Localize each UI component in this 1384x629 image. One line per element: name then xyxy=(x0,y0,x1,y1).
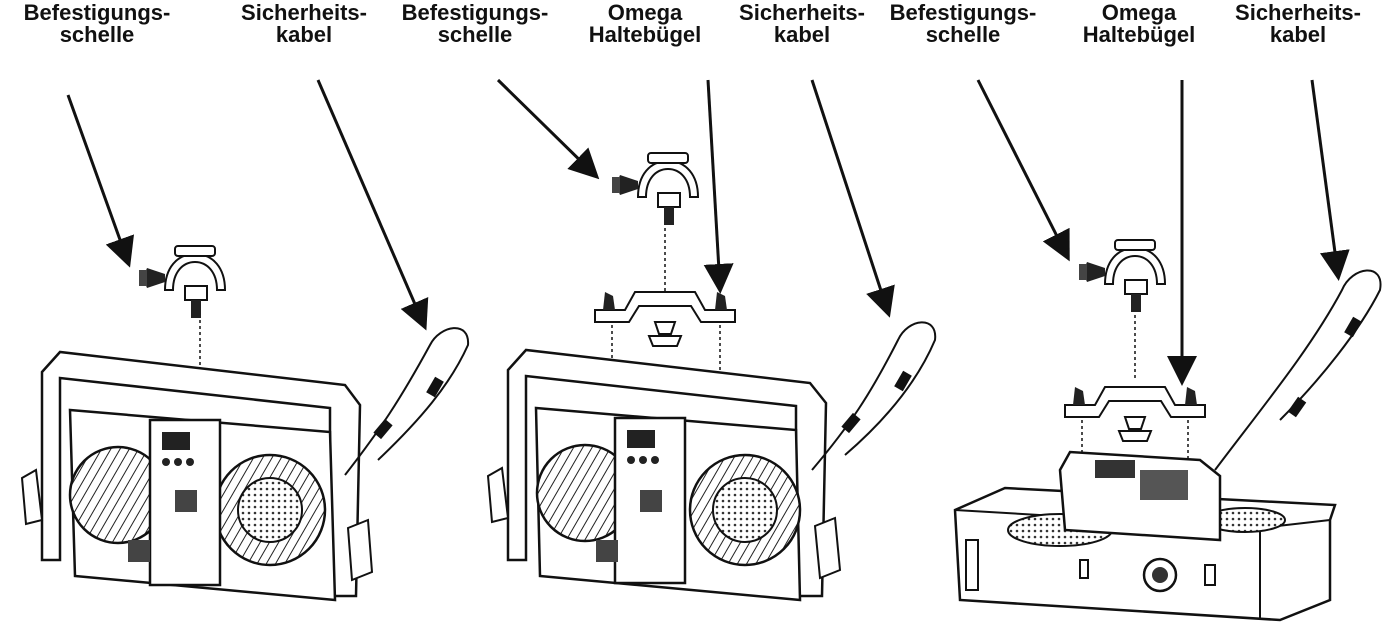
label-clamp-3: Befestigungs- schelle xyxy=(868,2,1058,46)
label-cable-3-line1: Sicherheits- xyxy=(1235,0,1361,25)
arrow-omega-1 xyxy=(703,79,734,294)
label-omega-2-line2: Haltebügel xyxy=(1082,22,1196,47)
label-omega-1-line1: Omega xyxy=(607,0,683,25)
label-omega-1-line2: Haltebügel xyxy=(588,22,702,47)
label-clamp-1-line1: Befestigungs- xyxy=(23,0,171,25)
label-cable-1-line2: kabel xyxy=(275,22,333,47)
label-clamp-3-line1: Befestigungs- xyxy=(889,0,1037,25)
label-clamp-2-line1: Befestigungs- xyxy=(401,0,549,25)
label-cable-3: Sicherheits- kabel xyxy=(1218,2,1378,46)
arrow-clamp-2 xyxy=(496,78,600,180)
label-cable-2-line1: Sicherheits- xyxy=(739,0,865,25)
label-cable-2: Sicherheits- kabel xyxy=(722,2,882,46)
label-clamp-1: Befestigungs- schelle xyxy=(2,2,192,46)
label-cable-1-line1: Sicherheits- xyxy=(241,0,367,25)
fixture-3 xyxy=(953,239,1382,622)
label-omega-2: Omega Haltebügel xyxy=(1064,2,1214,46)
label-clamp-2-line2: schelle xyxy=(437,22,513,47)
arrow-clamp-1 xyxy=(66,94,135,268)
arrow-cable-2 xyxy=(810,79,895,318)
label-cable-3-line2: kabel xyxy=(1269,22,1327,47)
arrow-cable-3 xyxy=(1310,79,1350,281)
label-cable-1: Sicherheits- kabel xyxy=(224,2,384,46)
label-clamp-2: Befestigungs- schelle xyxy=(380,2,570,46)
arrow-cable-1 xyxy=(316,79,429,331)
label-omega-1: Omega Haltebügel xyxy=(570,2,720,46)
fixture-1 xyxy=(20,245,470,602)
label-clamp-1-line2: schelle xyxy=(59,22,135,47)
arrow-clamp-3 xyxy=(976,79,1070,262)
label-omega-2-line1: Omega xyxy=(1101,0,1177,25)
fixture-2 xyxy=(486,152,937,602)
label-cable-2-line2: kabel xyxy=(773,22,831,47)
label-clamp-3-line2: schelle xyxy=(925,22,1001,47)
